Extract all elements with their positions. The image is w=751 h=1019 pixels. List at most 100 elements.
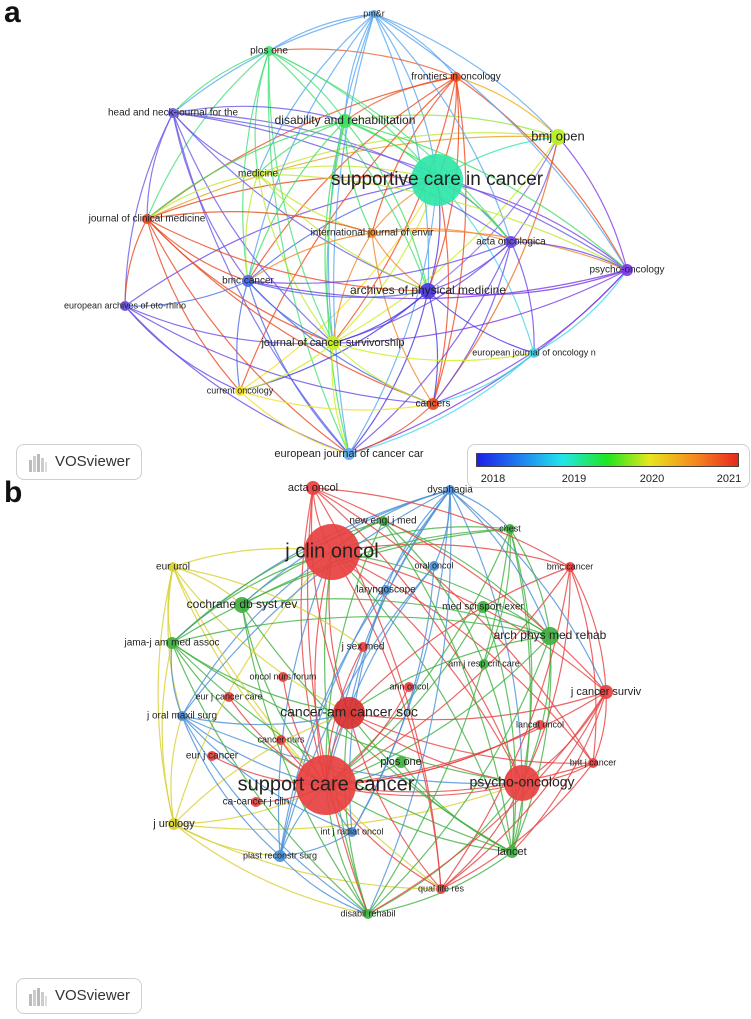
node-brit-j-cancer[interactable] (588, 758, 598, 768)
node-new-engl-j-med[interactable] (378, 516, 388, 526)
node-j-urology[interactable] (168, 818, 180, 830)
node-disabil-rehabil[interactable] (363, 909, 373, 919)
node-jama-j-am-med-assoc[interactable] (166, 637, 178, 649)
edge-frontiers-in-oncology-bmc-cancer (247, 76, 457, 282)
node-label-cancer-nurs: cancer nurs (257, 734, 305, 744)
node-international-journal-of-envir[interactable] (367, 228, 377, 238)
node-label-european-archives-of-oto-rhino: european archives of oto-rhino (64, 300, 186, 310)
node-archives-of-physical-medicine[interactable] (420, 283, 436, 299)
edge-disability-and-rehabilitation-journal-of-clinical-medicine (146, 120, 346, 220)
edge-bmc-cancer-european-archives-of-oto-rhino (124, 280, 249, 307)
node-acta-oncologica[interactable] (505, 236, 517, 248)
node-cancer-nurs[interactable] (276, 735, 286, 745)
node-lancet[interactable] (506, 846, 518, 858)
node-plast-reconstr-surg[interactable] (274, 850, 286, 862)
node-acta-oncol[interactable] (306, 481, 320, 495)
node-j-oral-maxil-surg[interactable] (177, 711, 187, 721)
node-eur-j-cancer[interactable] (207, 751, 217, 761)
node-bmc-cancer[interactable] (565, 562, 575, 572)
vosviewer-label: VOSviewer (55, 453, 131, 470)
node-label-j-urology: j urology (152, 818, 195, 830)
node-j-clin-oncol[interactable] (304, 524, 360, 580)
node-j-cancer-surviv[interactable] (599, 685, 613, 699)
edge-support-care-cancer-oral-oncol (325, 565, 435, 786)
node-label-qual-life-res: qual life res (418, 883, 465, 893)
node-eur-j-cancer-care[interactable] (224, 692, 234, 702)
node-cancer-am-cancer-soc[interactable] (333, 697, 365, 729)
edge-plos-one-medicine (254, 50, 270, 175)
node-european-journal-of-oncology-n[interactable] (529, 348, 539, 358)
node-am-j-resp-crit-care[interactable] (479, 659, 489, 669)
node-label-cancers: cancers (415, 399, 450, 410)
node-psycho-oncology[interactable] (621, 264, 633, 276)
node-eur-urol[interactable] (168, 562, 178, 572)
edge-new-engl-j-med-arch-phys-med-rehab (382, 520, 551, 637)
node-laryngoscope[interactable] (381, 585, 391, 595)
edge-head-and-neck-journal-for-the-medicine (172, 112, 259, 175)
edge-dysphagia-arch-phys-med-rehab (449, 489, 551, 637)
colorbar-tick-2019: 2019 (561, 473, 587, 485)
node-label-european-journal-of-cancer-car: european journal of cancer car (274, 448, 424, 460)
node-current-oncology[interactable] (235, 386, 245, 396)
edge-acta-oncologica-european-journal-of-cancer-car (348, 241, 512, 455)
edge-pm-r-archives-of-physical-medicine (373, 13, 430, 292)
edge-international-journal-of-envir-psycho-oncology (371, 230, 628, 271)
node-j-sex-med[interactable] (358, 642, 368, 652)
node-oncol-nurs-forum[interactable] (278, 672, 288, 682)
node-journal-of-cancer-survivorship[interactable] (326, 336, 340, 350)
node-lancet-oncol[interactable] (535, 720, 545, 730)
node-oral-oncol[interactable] (429, 561, 439, 571)
node-pm-r[interactable] (370, 10, 378, 18)
node-ca-cancer-j-clin[interactable] (251, 797, 261, 807)
edge-international-journal-of-envir-cancers (371, 232, 434, 405)
edge-arch-phys-med-rehab-lancet (511, 635, 552, 853)
node-european-archives-of-oto-rhino[interactable] (120, 301, 130, 311)
node-label-acta-oncol: acta oncol (288, 482, 338, 494)
edge-pm-r-head-and-neck-journal-for-the (172, 13, 375, 114)
node-support-care-cancer[interactable] (296, 755, 356, 815)
node-disability-and-rehabilitation[interactable] (338, 114, 352, 128)
node-label-acta-oncologica: acta oncologica (476, 237, 546, 248)
node-chest[interactable] (505, 524, 515, 534)
node-label-ann-oncol: ann oncol (389, 681, 428, 691)
edge-journal-of-clinical-medicine-european-archives-of-oto-rhino (124, 218, 148, 307)
edge-cancer-am-cancer-soc-acta-oncol (310, 487, 350, 714)
edge-brit-j-cancer-qual-life-res (440, 762, 594, 890)
edge-archives-of-physical-medicine-european-journal-of-cancer-car (348, 290, 429, 455)
edge-european-archives-of-oto-rhino-cancers (124, 305, 434, 405)
node-supportive-care-in-cancer[interactable] (411, 154, 463, 206)
node-medicine[interactable] (253, 169, 263, 179)
node-arch-phys-med-rehab[interactable] (541, 627, 559, 645)
node-dysphagia[interactable] (445, 485, 455, 495)
node-ann-oncol[interactable] (404, 682, 414, 692)
edge-dysphagia-j-oral-maxil-surg (181, 489, 451, 717)
node-european-journal-of-cancer-car[interactable] (343, 448, 355, 460)
node-med-sci-sport-exer[interactable] (477, 601, 489, 613)
edge-european-journal-of-oncology-n-european-journal-of-cancer-car (348, 352, 535, 455)
edge-cancer-am-cancer-soc-j-urology (173, 712, 350, 825)
edge-plast-reconstr-surg-disabil-rehabil (279, 855, 369, 915)
edge-new-engl-j-med-jama-j-am-med-assoc (171, 520, 384, 644)
edge-support-care-cancer-j-cancer-surviv (325, 691, 607, 786)
node-label-plos-one: plos one (380, 756, 422, 768)
node-label-am-j-resp-crit-care: am j resp crit care (448, 658, 520, 668)
node-label-j-clin-oncol: j clin oncol (284, 540, 378, 562)
edge-pm-r-european-journal-of-cancer-car (333, 13, 375, 455)
node-bmc-cancer[interactable] (242, 275, 254, 287)
node-cancers[interactable] (427, 398, 439, 410)
node-frontiers-in-oncology[interactable] (451, 72, 461, 82)
node-psycho-oncology[interactable] (504, 765, 540, 801)
node-plos-one[interactable] (395, 756, 407, 768)
edge-journal-of-clinical-medicine-cancers (146, 218, 434, 405)
edge-dysphagia-chest (449, 489, 511, 530)
node-bmj-open[interactable] (550, 129, 566, 145)
node-qual-life-res[interactable] (436, 884, 446, 894)
node-plos-one[interactable] (264, 46, 274, 56)
node-label-cancer-am-cancer-soc: cancer-am cancer soc (280, 704, 418, 720)
node-head-and-neck-journal-for-the[interactable] (168, 108, 178, 118)
edge-frontiers-in-oncology-journal-of-cancer-survivorship (332, 76, 457, 344)
node-int-j-radiat-oncol[interactable] (347, 827, 357, 837)
node-cochrane-db-syst-rev[interactable] (234, 597, 250, 613)
node-journal-of-clinical-medicine[interactable] (142, 214, 152, 224)
node-label-bmc-cancer: bmc cancer (222, 276, 274, 287)
